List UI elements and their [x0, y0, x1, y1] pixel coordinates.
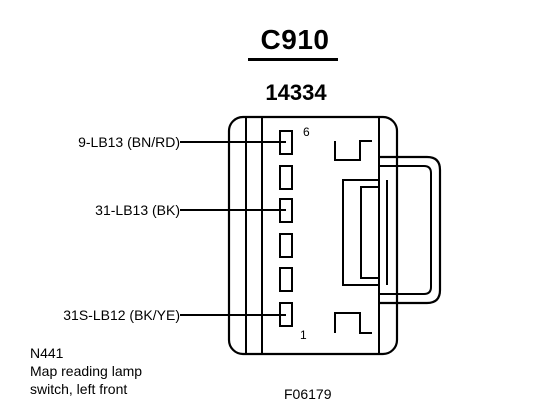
top-key-notch — [334, 140, 372, 161]
locking-latch-inner — [379, 165, 432, 295]
connector-id: C910 — [260, 24, 330, 55]
connector-id-underline — [248, 58, 338, 61]
pin-number-top: 6 — [303, 125, 310, 139]
latch-tongue-outer — [342, 179, 379, 286]
connector-part-number: 14334 — [265, 80, 327, 105]
bottom-key-notch — [334, 312, 372, 334]
locking-latch-outer — [379, 155, 442, 305]
pin-cavity-2 — [279, 267, 293, 292]
pin-cavity-5 — [279, 165, 293, 190]
connector-outer-housing — [227, 115, 399, 356]
component-name-line1: Map reading lamp — [30, 363, 143, 379]
wire-label-pin-4: 31-LB13 (BK) — [95, 202, 180, 218]
component-description: N441 Map reading lamp switch, left front — [30, 344, 142, 398]
latch-tongue-inner — [360, 186, 379, 279]
wire-label-pin-6: 9-LB13 (BN/RD) — [78, 134, 180, 150]
wire-label-pin-1: 31S-LB12 (BK/YE) — [63, 307, 180, 323]
figure-id: F06179 — [284, 386, 332, 402]
connector-inner-body — [245, 116, 380, 355]
component-name-line2: switch, left front — [30, 381, 128, 397]
component-code: N441 — [30, 345, 64, 361]
pin-cavity-3 — [279, 233, 293, 258]
pin-number-bottom: 1 — [300, 328, 307, 342]
